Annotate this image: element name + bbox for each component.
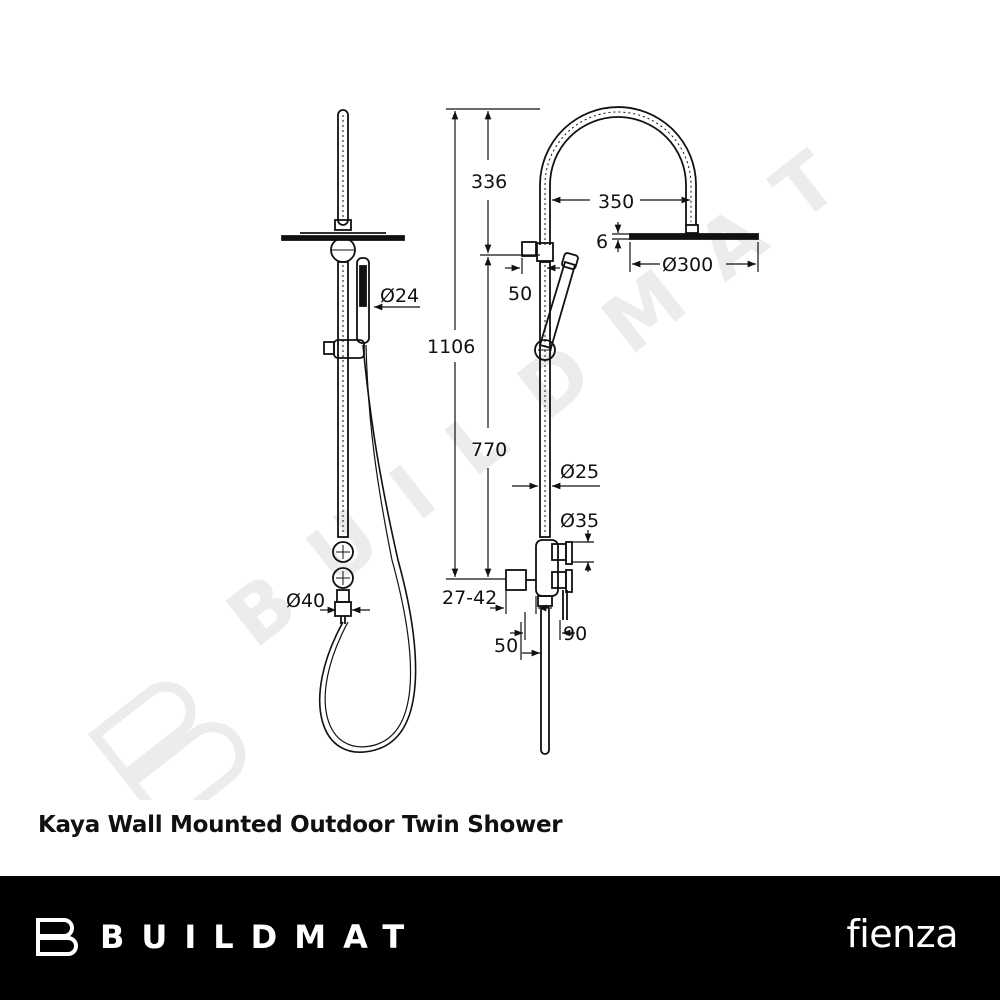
dim-mixer-body-diameter: Ø35 <box>560 510 599 532</box>
footer-bar: BUILDMAT fienza <box>0 876 1000 1000</box>
dim-arm-rise: 336 <box>471 171 507 193</box>
side-handpiece <box>538 260 577 350</box>
dim-lower-section: 770 <box>471 439 507 461</box>
dim-arm-reach: 350 <box>598 191 634 213</box>
partner-logo-text: fienza <box>846 912 958 956</box>
dim-lever-reach: 90 <box>563 623 587 645</box>
dim-outlet-diameter: Ø40 <box>286 590 325 612</box>
dim-riser-diameter: Ø25 <box>560 461 599 483</box>
front-mixer-bottom <box>332 567 354 589</box>
watermark-logo-icon <box>87 681 246 800</box>
dim-head-diameter: Ø300 <box>662 254 713 276</box>
front-hose <box>319 344 417 753</box>
technical-drawing: BUILDMAT <box>87 106 887 800</box>
front-view <box>281 109 417 753</box>
dim-bracket-offset: 50 <box>508 283 532 305</box>
front-handpiece <box>356 257 370 344</box>
dim-wall-offset: 27-42 <box>442 587 497 609</box>
side-view <box>505 106 759 755</box>
side-shower-head <box>629 233 759 240</box>
front-upper-riser <box>337 109 349 226</box>
dim-total-height: 1106 <box>427 336 475 358</box>
dim-mixer-offset: 50 <box>494 635 518 657</box>
front-mixer-top <box>332 541 354 563</box>
side-slider <box>534 339 556 361</box>
side-outlet-pipe <box>540 605 550 755</box>
dim-handpiece-diameter: Ø24 <box>380 285 419 307</box>
side-gooseneck-arm <box>539 106 697 245</box>
footer-brand: BUILDMAT <box>100 918 422 956</box>
side-dimensions <box>446 108 759 660</box>
side-bracket <box>536 242 554 262</box>
buildmat-logo-icon <box>36 918 78 956</box>
product-title: Kaya Wall Mounted Outdoor Twin Shower <box>38 812 563 838</box>
front-dimensions <box>320 303 420 614</box>
dim-head-thickness: 6 <box>596 231 608 253</box>
